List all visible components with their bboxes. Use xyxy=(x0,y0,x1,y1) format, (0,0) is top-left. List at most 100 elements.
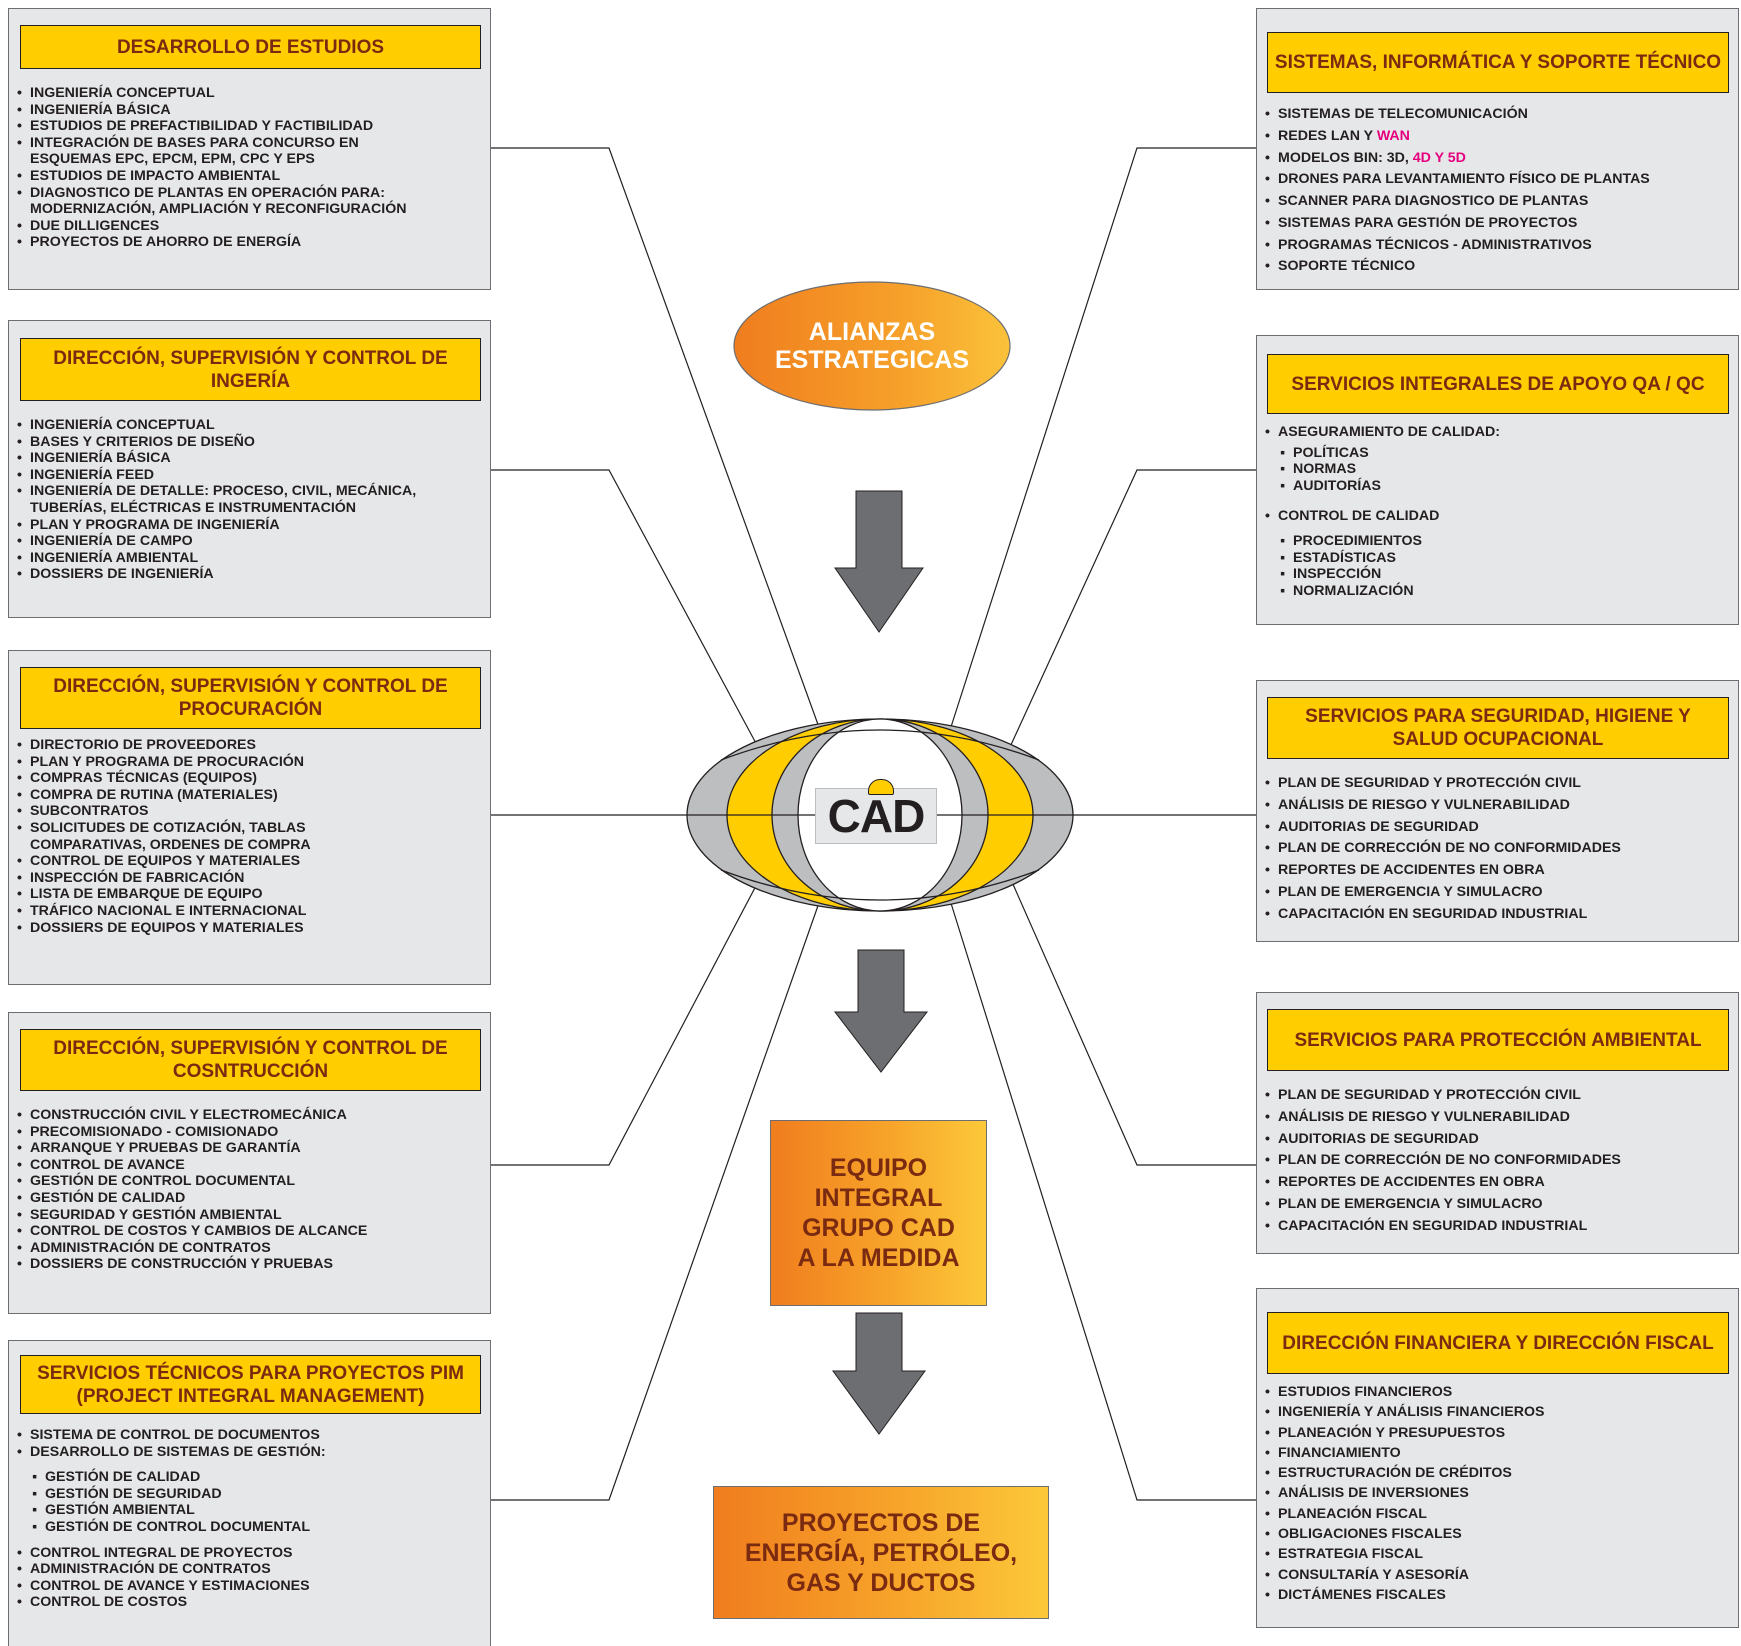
list-item: DIAGNOSTICO DE PLANTAS EN OPERACIÓN PARA… xyxy=(15,185,485,218)
list-item: CONTROL DE COSTOS Y CAMBIOS DE ALCANCE xyxy=(15,1223,485,1240)
list-item: PLAN DE SEGURIDAD Y PROTECCIÓN CIVIL xyxy=(1263,775,1733,792)
list-subitem: INSPECCIÓN xyxy=(1263,566,1733,583)
list-item: INGENIERÍA DE CAMPO xyxy=(15,533,485,550)
alianzas-label: ALIANZAS ESTRATEGICAS xyxy=(775,318,969,374)
list-item: PLAN DE CORRECCIÓN DE NO CONFORMIDADES xyxy=(1263,840,1733,857)
list-item: LISTA DE EMBARQUE DE EQUIPO xyxy=(15,886,485,903)
box-estudios-list: INGENIERÍA CONCEPTUAL INGENIERÍA BÁSICA … xyxy=(15,85,485,251)
list-item: SOPORTE TÉCNICO xyxy=(1263,258,1733,275)
cad-logo-text: CAD xyxy=(827,790,926,842)
list-item: CONSTRUCCIÓN CIVIL Y ELECTROMECÁNICA xyxy=(15,1107,485,1124)
list-item: INTEGRACIÓN DE BASES PARA CONCURSO ENESQ… xyxy=(15,135,485,168)
list-item: PLANEACIÓN FISCAL xyxy=(1263,1506,1733,1523)
box-sistemas: SISTEMAS, INFORMÁTICA Y SOPORTE TÉCNICO … xyxy=(1256,8,1739,290)
box-ingenieria-title: DIRECCIÓN, SUPERVISIÓN Y CONTROL DE INGE… xyxy=(20,338,481,401)
list-item: COMPRA DE RUTINA (MATERIALES) xyxy=(15,787,485,804)
list-item: ASEGURAMIENTO DE CALIDAD: xyxy=(1263,424,1733,441)
list-item: ESTRUCTURACIÓN DE CRÉDITOS xyxy=(1263,1465,1733,1482)
cad-logo: CAD xyxy=(815,779,937,844)
arrow-down-3 xyxy=(832,1312,926,1435)
box-construccion: DIRECCIÓN, SUPERVISIÓN Y CONTROL DE COSN… xyxy=(8,1012,491,1314)
list-item: ESTUDIOS FINANCIEROS xyxy=(1263,1384,1733,1401)
list-item: INGENIERÍA CONCEPTUAL xyxy=(15,85,485,102)
connector-construccion xyxy=(490,881,759,1166)
list-item: ANÁLISIS DE RIESGO Y VULNERABILIDAD xyxy=(1263,797,1733,814)
list-subitem: ESTADÍSTICAS xyxy=(1263,550,1733,567)
list-item: OBLIGACIONES FISCALES xyxy=(1263,1526,1733,1543)
list-item: CONTROL INTEGRAL DE PROYECTOS xyxy=(15,1545,485,1562)
equipo-integral-box: EQUIPO INTEGRAL GRUPO CAD A LA MEDIDA xyxy=(770,1120,987,1306)
list-item: SISTEMA DE CONTROL DE DOCUMENTOS xyxy=(15,1427,485,1444)
list-item: SUBCONTRATOS xyxy=(15,803,485,820)
list-item: SOLICITUDES DE COTIZACIÓN, TABLASCOMPARA… xyxy=(15,820,485,853)
list-item: PLAN DE EMERGENCIA Y SIMULACRO xyxy=(1263,1196,1733,1213)
list-item: GESTIÓN DE CALIDAD xyxy=(15,1190,485,1207)
connector-ingenieria xyxy=(490,469,759,748)
list-subitem: NORMAS xyxy=(1263,461,1733,478)
box-ambiental-list: PLAN DE SEGURIDAD Y PROTECCIÓN CIVIL ANÁ… xyxy=(1263,1087,1733,1239)
arrow-down-2 xyxy=(833,949,929,1073)
proyectos-box: PROYECTOS DE ENERGÍA, PETRÓLEO, GAS Y DU… xyxy=(713,1486,1049,1619)
list-item: INGENIERÍA AMBIENTAL xyxy=(15,550,485,567)
box-ambiental-title: SERVICIOS PARA PROTECCIÓN AMBIENTAL xyxy=(1267,1009,1729,1071)
connector-qaqc xyxy=(1009,469,1257,748)
box-seguridad-list: PLAN DE SEGURIDAD Y PROTECCIÓN CIVIL ANÁ… xyxy=(1263,775,1733,927)
box-seguridad: SERVICIOS PARA SEGURIDAD, HIGIENE Y SALU… xyxy=(1256,680,1739,942)
box-pim-title: SERVICIOS TÉCNICOS PARA PROYECTOS PIM (P… xyxy=(20,1355,481,1414)
list-subitem: GESTIÓN AMBIENTAL xyxy=(15,1502,485,1519)
connector-ambiental xyxy=(1011,881,1257,1166)
list-item: INGENIERÍA BÁSICA xyxy=(15,450,485,467)
box-financiera-title: DIRECCIÓN FINANCIERA Y DIRECCIÓN FISCAL xyxy=(1267,1312,1729,1374)
connector-financiera xyxy=(949,899,1257,1501)
list-item: CONTROL DE AVANCE Y ESTIMACIONES xyxy=(15,1578,485,1595)
arrow-down-1 xyxy=(834,490,924,633)
box-ambiental: SERVICIOS PARA PROTECCIÓN AMBIENTAL PLAN… xyxy=(1256,992,1739,1254)
box-construccion-list: CONSTRUCCIÓN CIVIL Y ELECTROMECÁNICA PRE… xyxy=(15,1107,485,1273)
list-subitem: POLÍTICAS xyxy=(1263,445,1733,462)
connector-pim xyxy=(490,899,821,1501)
list-item: GESTIÓN DE CONTROL DOCUMENTAL xyxy=(15,1173,485,1190)
alianzas-ellipse xyxy=(733,281,1011,411)
list-item: INGENIERÍA DE DETALLE: PROCESO, CIVIL, M… xyxy=(15,483,485,516)
list-item: DOSSIERS DE CONSTRUCCIÓN Y PRUEBAS xyxy=(15,1256,485,1273)
list-item: DUE DILLIGENCES xyxy=(15,218,485,235)
list-item: ADMINISTRACIÓN DE CONTRATOS xyxy=(15,1561,485,1578)
list-item: PLAN DE EMERGENCIA Y SIMULACRO xyxy=(1263,884,1733,901)
box-estudios: DESARROLLO DE ESTUDIOS INGENIERÍA CONCEP… xyxy=(8,8,491,290)
list-item: FINANCIAMIENTO xyxy=(1263,1445,1733,1462)
list-item: REDES LAN Y WAN xyxy=(1263,128,1733,145)
list-item: INSPECCIÓN DE FABRICACIÓN xyxy=(15,870,485,887)
list-item: DRONES PARA LEVANTAMIENTO FÍSICO DE PLAN… xyxy=(1263,171,1733,188)
list-item: ESTUDIOS DE PREFACTIBILIDAD Y FACTIBILID… xyxy=(15,118,485,135)
list-item: CONTROL DE COSTOS xyxy=(15,1594,485,1611)
list-item: MODELOS BIN: 3D, 4D Y 5D xyxy=(1263,150,1733,167)
box-financiera: DIRECCIÓN FINANCIERA Y DIRECCIÓN FISCAL … xyxy=(1256,1288,1739,1628)
box-construccion-title: DIRECCIÓN, SUPERVISIÓN Y CONTROL DE COSN… xyxy=(20,1029,481,1091)
4d5d-highlight: 4D Y 5D xyxy=(1412,149,1466,166)
box-sistemas-list: SISTEMAS DE TELECOMUNICACIÓN REDES LAN Y… xyxy=(1263,106,1733,280)
connector-sistemas xyxy=(949,147,1257,731)
list-item: DIRECTORIO DE PROVEEDORES xyxy=(15,737,485,754)
list-item: REPORTES DE ACCIDENTES EN OBRA xyxy=(1263,862,1733,879)
box-procuracion-title: DIRECCIÓN, SUPERVISIÓN Y CONTROL DE PROC… xyxy=(20,667,481,729)
list-item: PLANEACIÓN Y PRESUPUESTOS xyxy=(1263,1425,1733,1442)
list-item: REPORTES DE ACCIDENTES EN OBRA xyxy=(1263,1174,1733,1191)
list-item: PLAN Y PROGRAMA DE PROCURACIÓN xyxy=(15,754,485,771)
list-item: CAPACITACIÓN EN SEGURIDAD INDUSTRIAL xyxy=(1263,1218,1733,1235)
box-pim-list: SISTEMA DE CONTROL DE DOCUMENTOS DESARRO… xyxy=(15,1427,485,1611)
list-item: INGENIERÍA FEED xyxy=(15,467,485,484)
list-item: PROGRAMAS TÉCNICOS - ADMINISTRATIVOS xyxy=(1263,237,1733,254)
equipo-integral-label: EQUIPO INTEGRAL GRUPO CAD A LA MEDIDA xyxy=(797,1154,960,1272)
box-estudios-title: DESARROLLO DE ESTUDIOS xyxy=(20,25,481,69)
list-subitem: GESTIÓN DE SEGURIDAD xyxy=(15,1486,485,1503)
list-item: INGENIERÍA Y ANÁLISIS FINANCIEROS xyxy=(1263,1404,1733,1421)
list-item: PLAN DE CORRECCIÓN DE NO CONFORMIDADES xyxy=(1263,1152,1733,1169)
box-qaqc-list: ASEGURAMIENTO DE CALIDAD: POLÍTICAS NORM… xyxy=(1263,424,1733,599)
list-item: INGENIERÍA CONCEPTUAL xyxy=(15,417,485,434)
list-item: PRECOMISIONADO - COMISIONADO xyxy=(15,1124,485,1141)
hardhat-icon xyxy=(868,779,894,795)
list-item: ADMINISTRACIÓN DE CONTRATOS xyxy=(15,1240,485,1257)
list-item: CAPACITACIÓN EN SEGURIDAD INDUSTRIAL xyxy=(1263,906,1733,923)
box-financiera-list: ESTUDIOS FINANCIEROS INGENIERÍA Y ANÁLIS… xyxy=(1263,1384,1733,1607)
box-pim: SERVICIOS TÉCNICOS PARA PROYECTOS PIM (P… xyxy=(8,1340,491,1646)
